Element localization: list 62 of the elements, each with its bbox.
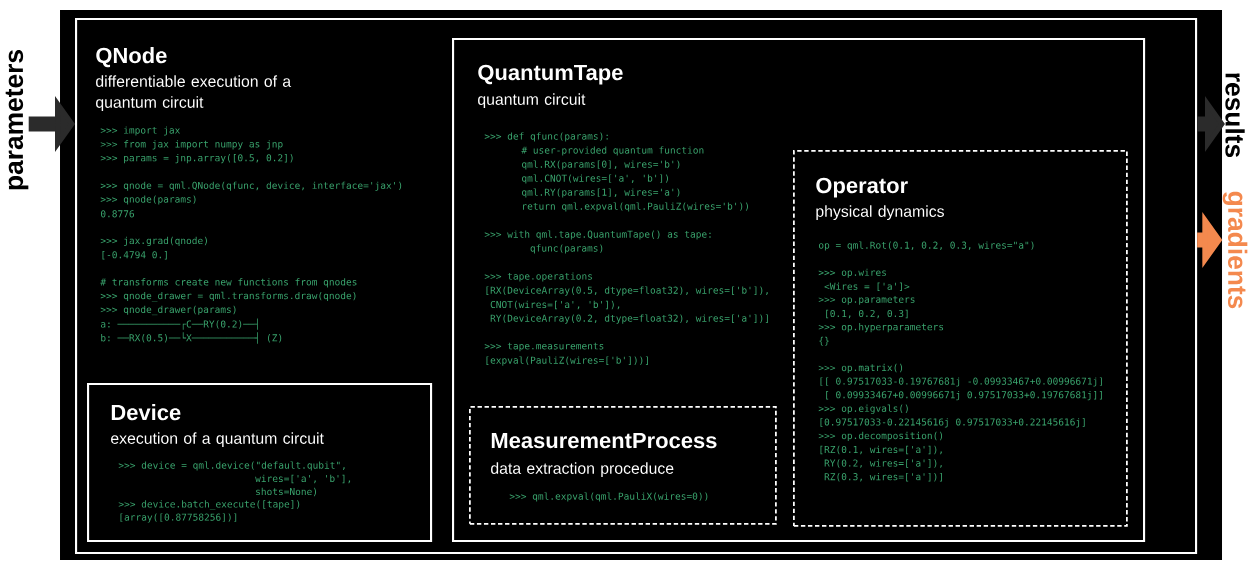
code-line: >>> jax.grad(qnode) — [100, 236, 207, 247]
code-line: >>> op.wires — [818, 268, 886, 278]
code-line: >>> device = qml.device("default.qubit", — [118, 461, 345, 471]
code-line: >>> qnode_drawer(params) — [100, 305, 236, 316]
code-line: [ 0.09933467+0.00996671j 0.97517033+0.19767681j]] — [826, 391, 1102, 401]
code-line: b: ──RX(0.5)──└X───────────┤ (Z) — [101, 332, 282, 344]
code-line: # transforms create new functions from qnodes — [100, 278, 357, 288]
side-label: results — [1225, 73, 1245, 158]
side-label: gradients — [1222, 191, 1248, 309]
code-line: >>> op.hyperparameters — [818, 323, 944, 333]
code-line: >>> params = jnp.array([0.5, 0.2]) — [100, 154, 293, 164]
code-line: [RX(DeviceArray(0.5, dtype=float32), wires=['b']), — [486, 286, 768, 296]
code-line: # user-provided quantum function — [521, 146, 704, 156]
code-line: >>> op.parameters — [818, 296, 915, 305]
code-line: >>> with qml.tape.QuantumTape() as tape: — [484, 230, 711, 240]
code-line: [expval(PauliZ(wires=['b']))] — [486, 356, 648, 366]
code-line: shots=None) — [256, 487, 317, 497]
box-title: Device — [111, 404, 181, 421]
code-line: >>> def qfunc(params): — [484, 132, 608, 142]
code-line: >>> op.decomposition() — [818, 431, 943, 441]
box-subtitle: data extraction proceduce — [491, 462, 674, 478]
code-line: [[ 0.97517033-0.19767681j -0.09933467+0.00996671j] — [820, 377, 1102, 387]
code-line: wires=['a', 'b'], — [255, 474, 351, 484]
code-line: qml.RY(params[1], wires='a') — [522, 188, 680, 198]
code-line: <Wires = ['a']> — [824, 282, 910, 291]
code-line: [RZ(0.1, wires=['a']), — [820, 445, 942, 455]
box-subtitle: execution of a quantum circuit — [111, 432, 324, 448]
code-line: >>> op.matrix() — [818, 363, 903, 373]
code-line: >>> qml.expval(qml.PauliX(wires=0)) — [509, 492, 708, 502]
code-line: return qml.expval(qml.PauliZ(wires='b')) — [523, 202, 748, 212]
code-line: >>> tape.operations — [484, 272, 592, 282]
code-line: qml.CNOT(wires=['a', 'b']) — [522, 174, 668, 184]
box-title: Operator — [816, 177, 908, 198]
box-subtitle: physical dynamics — [816, 205, 944, 221]
code-line: >>> device.batch_execute([tape]) — [118, 500, 300, 510]
box-title: QNode — [96, 47, 167, 68]
code-line: qfunc(params) — [530, 244, 603, 254]
code-line: >>> qnode(params) — [100, 195, 196, 205]
code-line: [array([0.87758256])] — [120, 513, 237, 523]
code-line: >>> tape.measurements — [484, 342, 604, 352]
code-line: >>> from jax import numpy as jnp — [100, 140, 283, 150]
code-line: [-0.4794 0.] — [102, 251, 167, 260]
code-line: 0.8776 — [100, 210, 135, 218]
code-line: CNOT(wires=['a', 'b']), — [490, 300, 620, 310]
code-line: RZ(0.3, wires=['a'])] — [824, 472, 942, 482]
code-line: op = qml.Rot(0.1, 0.2, 0.3, wires="a") — [819, 241, 1034, 251]
box-title: MeasurementProcess — [491, 432, 717, 449]
side-label: parameters — [5, 50, 29, 190]
box-subtitle: quantum circuit — [478, 93, 586, 109]
code-line: {} — [819, 336, 829, 346]
code-line: qml.RX(params[0], wires='b') — [522, 160, 680, 170]
box-subtitle: differentiable execution of a quantum circuit — [96, 75, 292, 111]
code-line: >>> qnode = qml.QNode(qfunc, device, interface='jax') — [100, 181, 402, 191]
code-line: >>> qnode_drawer = qml.transforms.draw(qnode) — [100, 291, 356, 302]
code-line: >>> import jax — [100, 126, 180, 136]
box-title: QuantumTape — [478, 64, 623, 85]
code-line: RY(0.2, wires=['a']), — [824, 459, 942, 468]
code-line: a: ───────────┌C──RY(0.2)──┤ — [100, 318, 258, 330]
code-line: RY(DeviceArray(0.2, dtype=float32), wires=['a'])] — [490, 314, 768, 324]
code-line: [0.1, 0.2, 0.3] — [826, 309, 908, 319]
code-line: [0.97517033-0.22145616j 0.97517033+0.22145616j] — [820, 418, 1085, 428]
code-line: >>> op.eigvals() — [818, 404, 908, 414]
